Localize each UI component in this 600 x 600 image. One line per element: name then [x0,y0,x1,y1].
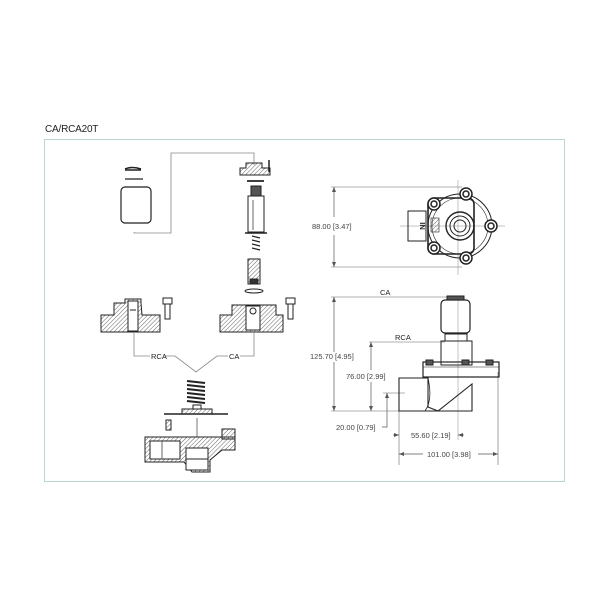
side-view [331,295,500,465]
label-ca-exploded: CA [229,352,239,361]
dim-rca-height: 76.00 [2.99] [346,372,386,381]
valve-body-icon [144,428,236,473]
bleed-screw-icon [165,419,172,431]
top-view [331,180,505,275]
dim-overall-length: 101.00 [3.98] [427,450,471,459]
plunger-icon [247,258,261,285]
dim-total-height: 125.70 [4.95] [310,352,354,361]
diaphragm-icon [164,404,228,437]
armature-tube-icon [245,185,267,234]
exploded-view [100,152,296,473]
plunger-spring-icon [251,235,261,251]
label-rca-side: RCA [395,333,411,342]
drawing-frame [44,139,565,482]
diagram-title: CA/RCA20T [45,124,99,135]
ca-cover-icon [219,297,296,333]
bolt-lug-icon [427,187,498,265]
dim-inlet-height: 20.00 [0.79] [336,423,376,432]
dim-height-top: 88.00 [3.47] [312,222,352,231]
dim-center-offset: 55.60 [2.19] [411,431,451,440]
main-spring-icon [186,380,206,404]
o-ring-icon [244,288,264,294]
inlet-marking: IN [418,222,427,230]
label-rca-exploded: RCA [151,352,167,361]
label-ca-side: CA [380,288,390,297]
fixed-core-nut-icon [239,160,271,182]
rca-cover-icon [100,297,173,333]
coil-clip-icon [124,166,143,180]
coil-icon [120,186,152,224]
